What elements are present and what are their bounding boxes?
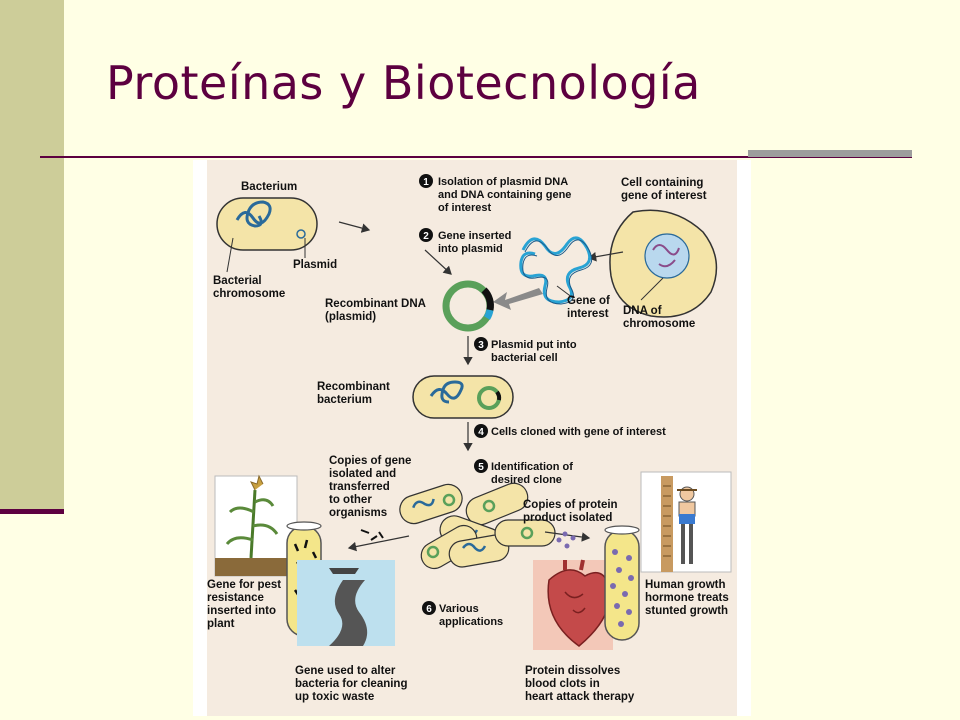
step-5-text: Identification of desired clone (491, 461, 576, 486)
left-accent-underline (0, 509, 64, 514)
dna-of-chromosome-label: DNA of chromosome (623, 305, 695, 330)
step-6-marker (422, 601, 436, 615)
gene-dna-strand (519, 236, 592, 304)
title-rule-accent (748, 150, 912, 157)
svg-text:5: 5 (478, 462, 484, 473)
plasmid-label: Plasmid (293, 259, 337, 271)
svg-text:3: 3 (478, 340, 484, 351)
recombinant-dna-label: Recombinant DNA (plasmid) (325, 298, 429, 323)
arrow-cell-to-gene (587, 251, 624, 262)
copies-gene-label: Copies of gene isolated and transferred … (329, 455, 415, 519)
growth-hormone-label: Human growth hormone treats stunted grow… (645, 579, 732, 617)
arrow-bacterium (338, 221, 371, 233)
step-3-marker (474, 337, 488, 351)
gene-insertion-arrow (493, 288, 543, 310)
title-rule (40, 156, 912, 158)
left-accent-bar (0, 0, 64, 510)
toxic-waste-label: Gene used to alter bacteria for cleaning… (295, 665, 411, 703)
step-5-marker (474, 459, 488, 473)
plasmid-ring (296, 229, 306, 239)
step-2-text: Gene inserted into plasmid (438, 230, 514, 255)
step-6-text: Various applications (439, 603, 503, 628)
bacterium-label: Bacterium (241, 181, 297, 193)
step-1-text: Isolation of plasmid DNA and DNA contain… (438, 176, 575, 214)
step-2-marker (419, 228, 433, 242)
recombinant-bacterium (412, 375, 514, 419)
step-1-marker (419, 174, 433, 188)
protein-test-tube (604, 525, 640, 641)
gene-of-interest-label: Gene of interest (567, 295, 613, 320)
blood-clots-label: Protein dissolves blood clots in heart a… (525, 665, 635, 703)
svg-text:2: 2 (423, 231, 429, 242)
biotech-diagram: Bacterium Plasmid Bacterial chromosome 1… (207, 160, 737, 716)
biotech-figure: Bacterium Plasmid Bacterial chromosome 1… (193, 160, 751, 716)
arrow-to-organisms (347, 535, 410, 552)
svg-text:4: 4 (478, 427, 484, 438)
bacterial-chromosome-label: Bacterial chromosome (213, 275, 285, 300)
slide-title: Proteínas y Biotecnología (106, 56, 701, 110)
recombinant-bacterium-label: Recombinant bacterium (317, 381, 393, 406)
step-3-text: Plasmid put into bacterial cell (491, 339, 580, 364)
step-4-text: Cells cloned with gene of interest (491, 426, 666, 438)
svg-text:6: 6 (426, 604, 432, 615)
bacterium-cell (216, 197, 318, 251)
pest-resistance-label: Gene for pest resistance inserted into p… (207, 579, 284, 630)
copies-protein-label: Copies of protein product isolated (523, 499, 621, 524)
arrow-step2 (424, 249, 452, 275)
cloned-bacteria-cluster (399, 482, 556, 570)
cell-containing-label: Cell containing gene of interest (621, 177, 707, 202)
svg-text:1: 1 (423, 177, 429, 188)
donor-nucleus (644, 233, 690, 279)
step-4-marker (474, 424, 488, 438)
